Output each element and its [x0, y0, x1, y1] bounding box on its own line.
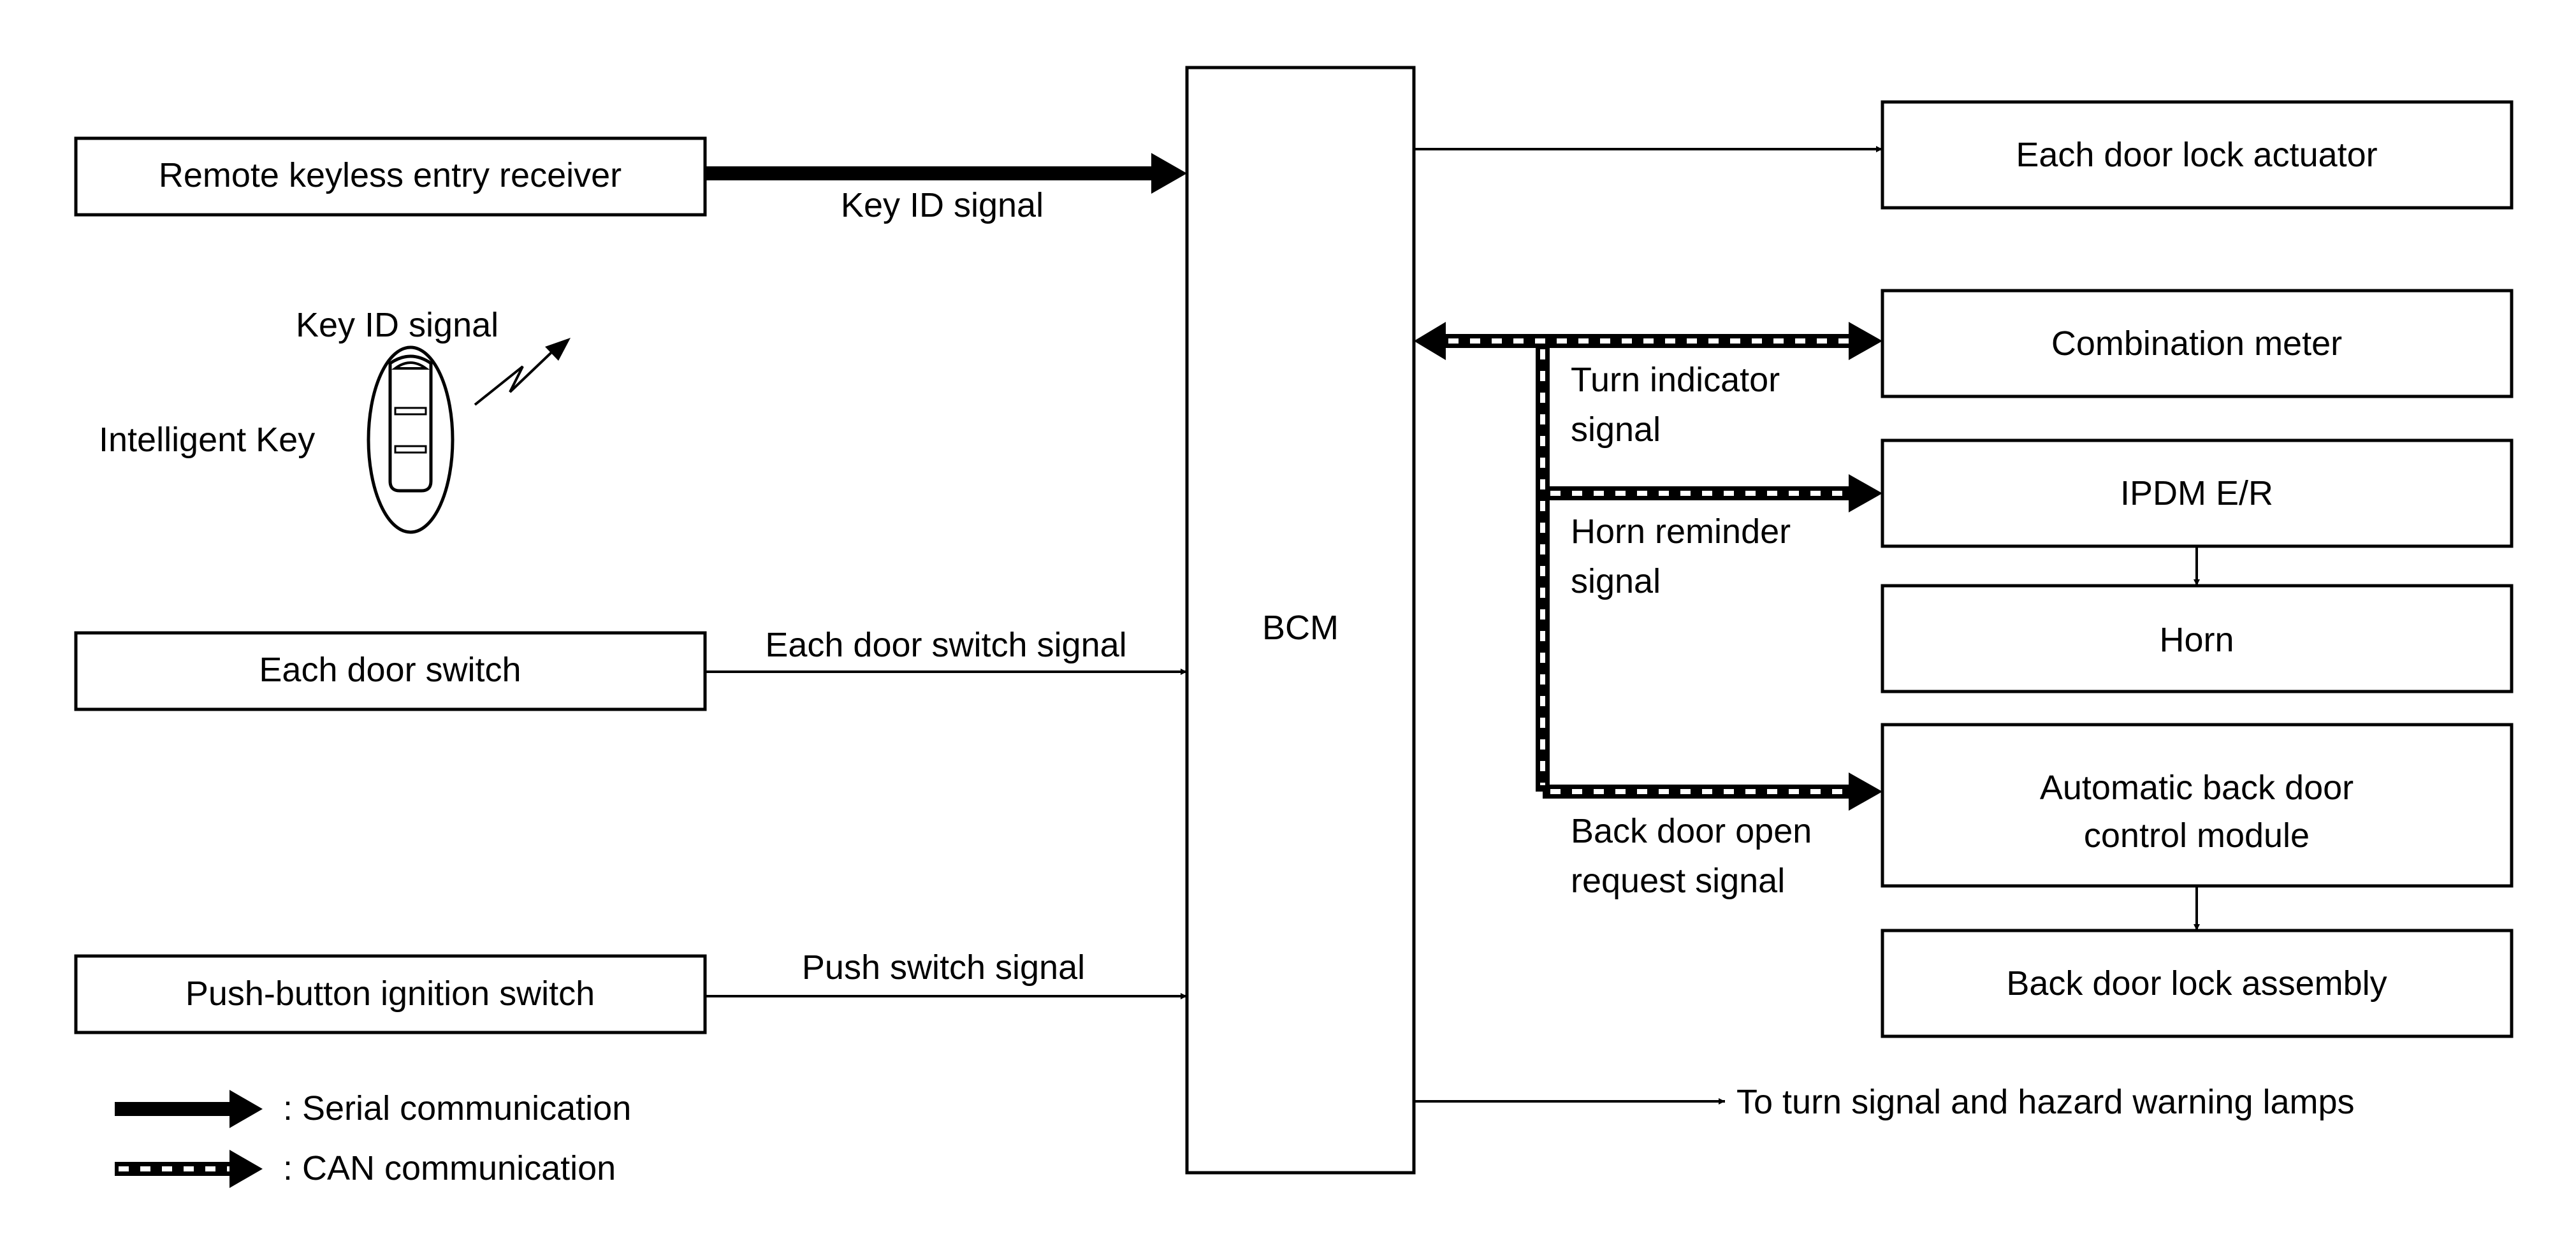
- horn-box: Horn: [1881, 584, 2514, 693]
- horn-reminder-label-line2: signal: [1571, 562, 1661, 600]
- key-fob-icon: [367, 345, 455, 534]
- door-switch-label: Each door switch: [259, 651, 521, 689]
- combination-meter-label: Combination meter: [2051, 324, 2342, 363]
- back-door-module-box: Automatic back door control module: [1881, 723, 2514, 888]
- door-lock-actuator-label: Each door lock actuator: [2016, 136, 2377, 174]
- turn-indicator-label-line1: Turn indicator: [1571, 361, 1780, 399]
- ignition-switch-label: Push-button ignition switch: [186, 975, 595, 1013]
- legend-serial-symbol: [115, 1090, 263, 1128]
- push-switch-signal-label: Push switch signal: [802, 948, 1085, 987]
- key-id-serial-arrow: [705, 153, 1187, 194]
- horn-label: Horn: [2159, 621, 2234, 659]
- remote-keyless-receiver-label: Remote keyless entry receiver: [159, 156, 622, 194]
- door-switch-box: Each door switch: [74, 631, 707, 711]
- turn-lamps-label: To turn signal and hazard warning lamps: [1736, 1083, 2355, 1121]
- combination-meter-box: Combination meter: [1881, 289, 2514, 398]
- legend: : Serial communication : CAN communicati…: [115, 1089, 631, 1188]
- door-lock-actuator-box: Each door lock actuator: [1881, 100, 2514, 210]
- bcm-label: BCM: [1262, 609, 1339, 647]
- horn-reminder-label-line1: Horn reminder: [1571, 512, 1791, 551]
- ipdm-box: IPDM E/R: [1881, 438, 2514, 548]
- back-door-request-label-line2: request signal: [1571, 862, 1785, 900]
- intelligent-key-label: Intelligent Key: [99, 421, 315, 459]
- ipdm-label: IPDM E/R: [2120, 474, 2273, 512]
- bcm-block: BCM: [1185, 66, 1416, 1175]
- radio-wave-icon: [474, 338, 571, 406]
- legend-serial-label: : Serial communication: [283, 1089, 631, 1127]
- remote-keyless-receiver-box: Remote keyless entry receiver: [74, 136, 707, 217]
- turn-indicator-label-line2: signal: [1571, 410, 1661, 449]
- key-fob-signal-label: Key ID signal: [296, 306, 498, 344]
- ignition-switch-box: Push-button ignition switch: [74, 954, 707, 1034]
- door-switch-signal-label: Each door switch signal: [765, 626, 1126, 664]
- back-door-lock-label: Back door lock assembly: [2006, 964, 2387, 1003]
- back-door-module-label-line1: Automatic back door: [2040, 769, 2354, 807]
- legend-can-label: : CAN communication: [283, 1149, 616, 1187]
- back-door-lock-box: Back door lock assembly: [1881, 929, 2514, 1038]
- key-id-signal-label: Key ID signal: [841, 186, 1044, 224]
- back-door-request-label-line1: Back door open: [1571, 812, 1812, 850]
- back-door-module-label-line2: control module: [2084, 816, 2310, 855]
- can-bus-lines: [1414, 322, 1882, 811]
- legend-can-symbol: [115, 1150, 263, 1188]
